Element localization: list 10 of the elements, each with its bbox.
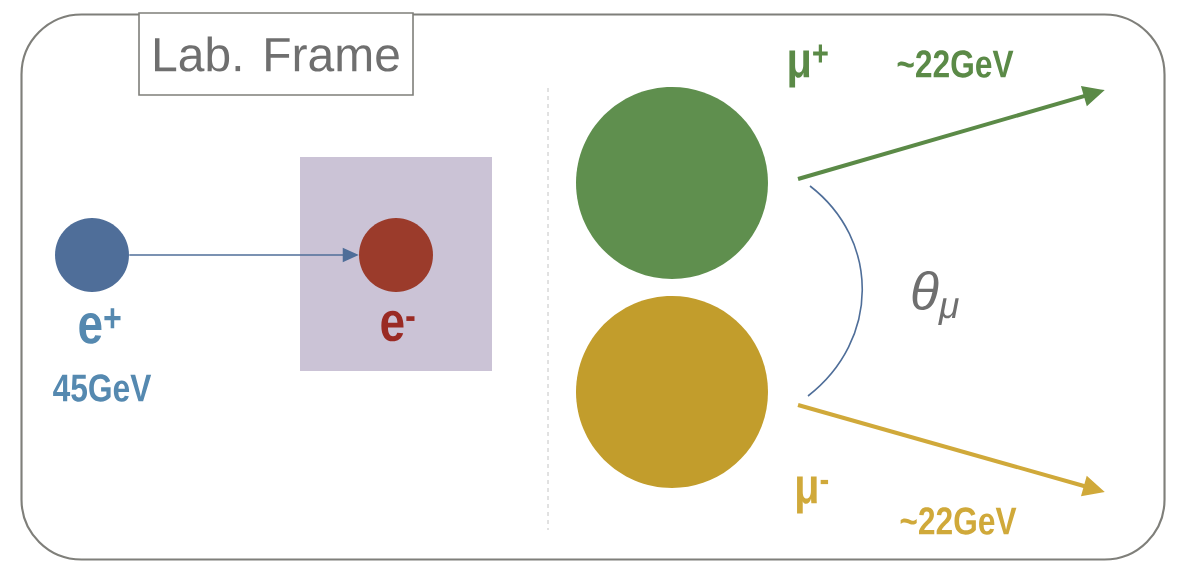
energy-label: 45GeV	[53, 374, 152, 402]
title-box: Lab. Frame	[138, 12, 414, 96]
energy-label: ~22GeV	[897, 50, 1014, 78]
angle-label: θ$_{μ}$	[912, 270, 959, 326]
energy-label: ~22GeV	[900, 507, 1017, 535]
particle-label: e$^{+}$	[79, 308, 121, 344]
particle-label: μ$^{-}$	[797, 476, 829, 514]
frame-box	[20, 13, 1166, 561]
particle-label: e$^{-}$	[381, 310, 415, 342]
particle-label: μ$^{+}$	[789, 44, 828, 88]
